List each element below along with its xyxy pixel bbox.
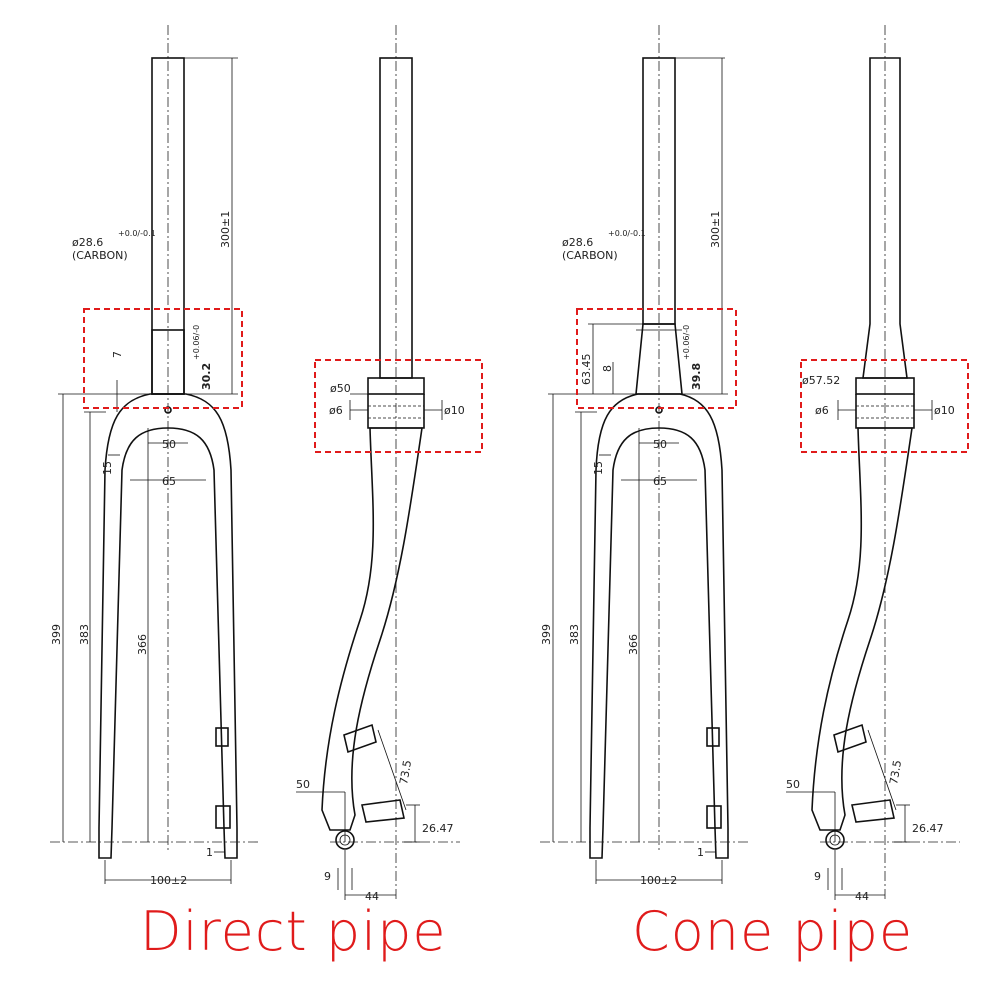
cone-disc-offset: 50 [786,778,800,791]
direct-material: (CARBON) [72,249,128,262]
direct-dropout-thk: 1 [206,846,213,859]
direct-disc-mount-spacing: 73.5 [397,759,414,785]
direct-disc-height: 26.47 [422,822,454,835]
direct-disc-offset: 50 [296,778,310,791]
cone-crown-seat-tol: +0.06/-0 [682,325,691,360]
cone-dropout-thk: 1 [697,846,704,859]
cone-inner-length: 366 [627,634,640,655]
direct-axle-to-crown: 399 [50,624,63,645]
cone-axle-spacing: 100±2 [640,874,677,887]
cone-axle-to-crown: 399 [540,624,553,645]
direct-side-view [296,25,460,900]
cone-disc-height: 26.47 [912,822,944,835]
direct-axle-spacing: 100±2 [150,874,187,887]
cone-offset-15: 15 [592,461,605,475]
direct-crown-seat-tol: +0.06/-0 [192,325,201,360]
direct-crown-highlight [314,359,483,453]
direct-front-view [50,25,260,884]
cone-disc-mount-spacing: 73.5 [887,759,904,785]
cone-side-view [786,25,960,900]
cone-hole-small: ø6 [815,404,829,417]
direct-steerer-tol: +0.0/-0.1 [118,229,156,238]
direct-steerer-dia: ø28.6 [72,236,103,249]
direct-crown-seat-dia: 30.2 [200,363,213,390]
direct-inner-width-top: 50 [162,438,176,451]
cone-crown-height: 8 [601,365,614,372]
cone-inner-width-mid: 65 [653,475,667,488]
direct-hole-large: ø10 [444,404,465,417]
direct-crown-height: 7 [111,351,124,358]
cone-front-view [540,25,750,884]
cone-material: (CARBON) [562,249,618,262]
direct-hole-small: ø6 [329,404,343,417]
direct-offset-15: 15 [101,461,114,475]
cone-steerer-length: 300±1 [709,211,722,248]
cone-pipe-drawing: ø28.6 +0.0/-0.1 (CARBON) 300±1 39.8 +0.0… [540,25,969,903]
cone-inner-width-top: 50 [653,438,667,451]
direct-rake: 44 [365,890,379,903]
direct-dropout-9: 9 [324,870,331,883]
cone-axle-to-crown-race: 383 [568,624,581,645]
direct-inner-length: 366 [136,634,149,655]
cone-hole-large: ø10 [934,404,955,417]
direct-axle-to-crown-race: 383 [78,624,91,645]
cone-dropout-9: 9 [814,870,821,883]
cone-rake: 44 [855,890,869,903]
cone-crown-seat-dia: 39.8 [690,363,703,390]
cone-pipe-caption: Cone pipe [632,900,914,963]
direct-steerer-length: 300±1 [219,211,232,248]
direct-pipe-caption: Direct pipe [140,900,447,963]
direct-inner-width-mid: 65 [162,475,176,488]
cone-taper-length: 63.45 [580,354,593,386]
direct-crown-dia: ø50 [330,382,351,395]
direct-pipe-drawing: ø28.6 +0.0/-0.1 (CARBON) 300±1 30.2 +0.0… [50,25,483,903]
cone-crown-highlight [800,359,969,453]
direct-steerer-highlight [83,308,243,409]
cone-steerer-dia: ø28.6 [562,236,593,249]
cone-steerer-tol: +0.0/-0.1 [608,229,646,238]
cone-crown-dia: ø57.52 [802,374,840,387]
